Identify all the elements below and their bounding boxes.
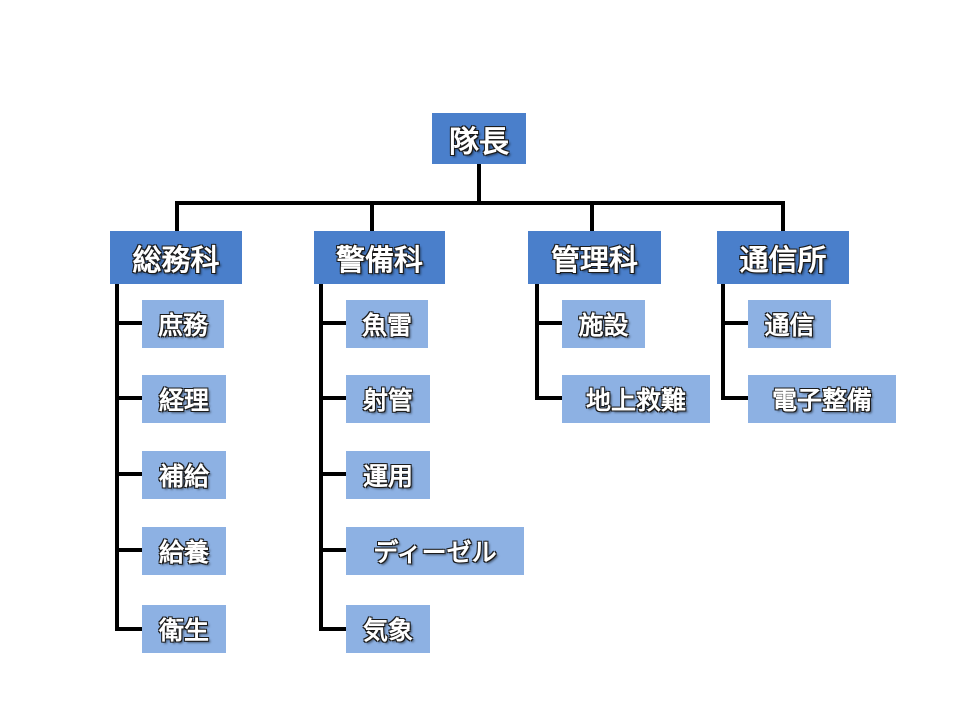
branch-tick: [535, 321, 563, 325]
section-box: 経理: [142, 375, 226, 423]
section-box: 庶務: [142, 300, 224, 348]
section-box: 施設: [562, 300, 645, 348]
branch-spine-dept-1: [115, 283, 119, 631]
section-box: 給養: [142, 527, 226, 575]
section-label: 運用: [362, 462, 413, 491]
branch-tick: [115, 396, 143, 400]
section-label: 給養: [158, 538, 209, 567]
branch-tick: [721, 321, 749, 325]
section-box: 衛生: [142, 605, 226, 653]
section-label: 地上救難: [585, 386, 686, 415]
branch-tick: [319, 321, 347, 325]
branch-tick: [115, 627, 143, 631]
branch-tick: [721, 396, 749, 400]
section-box: 魚雷: [346, 300, 428, 348]
section-box: 気象: [346, 605, 430, 653]
section-box: 通信: [748, 300, 831, 348]
section-label: 通信: [764, 311, 815, 340]
section-label: 衛生: [158, 616, 209, 645]
branch-tick: [535, 396, 563, 400]
dept-box-general-affairs: 総務科: [110, 231, 242, 284]
dept-box-management: 管理科: [528, 231, 661, 284]
dept-box-communications: 通信所: [717, 231, 849, 284]
dept-box-security: 警備科: [314, 231, 445, 284]
section-label: ディーゼル: [373, 538, 497, 567]
section-box: 補給: [142, 451, 226, 499]
section-label: 電子整備: [771, 386, 872, 415]
branch-tick: [319, 472, 347, 476]
section-box: 電子整備: [748, 375, 896, 423]
branch-spine-dept-4: [721, 283, 725, 400]
section-box: ディーゼル: [346, 527, 524, 575]
connector-horizontal-bar: [175, 201, 785, 205]
connector-drop-dept-3: [590, 201, 594, 231]
section-label: 施設: [578, 311, 629, 340]
section-label: 経理: [158, 386, 209, 415]
dept-label: 通信所: [739, 242, 827, 277]
branch-tick: [115, 548, 143, 552]
branch-tick: [319, 627, 347, 631]
head-label: 隊長: [449, 124, 509, 160]
dept-label: 管理科: [550, 242, 638, 277]
section-box: 運用: [346, 451, 430, 499]
connector-head-down: [477, 163, 481, 205]
branch-tick: [319, 548, 347, 552]
section-box: 地上救難: [562, 375, 710, 423]
dept-label: 警備科: [335, 242, 423, 277]
head-box: 隊長: [432, 113, 526, 164]
connector-drop-dept-4: [781, 201, 785, 231]
section-box: 射管: [346, 375, 430, 423]
branch-spine-dept-3: [535, 283, 539, 400]
section-label: 魚雷: [361, 311, 412, 340]
branch-tick: [115, 321, 143, 325]
section-label: 補給: [158, 462, 209, 491]
branch-tick: [319, 396, 347, 400]
section-label: 庶務: [157, 311, 208, 340]
branch-spine-dept-2: [319, 283, 323, 631]
section-label: 気象: [362, 616, 413, 645]
branch-tick: [115, 472, 143, 476]
connector-drop-dept-2: [370, 201, 374, 231]
connector-drop-dept-1: [175, 201, 179, 231]
dept-label: 総務科: [132, 242, 220, 277]
section-label: 射管: [362, 386, 413, 415]
